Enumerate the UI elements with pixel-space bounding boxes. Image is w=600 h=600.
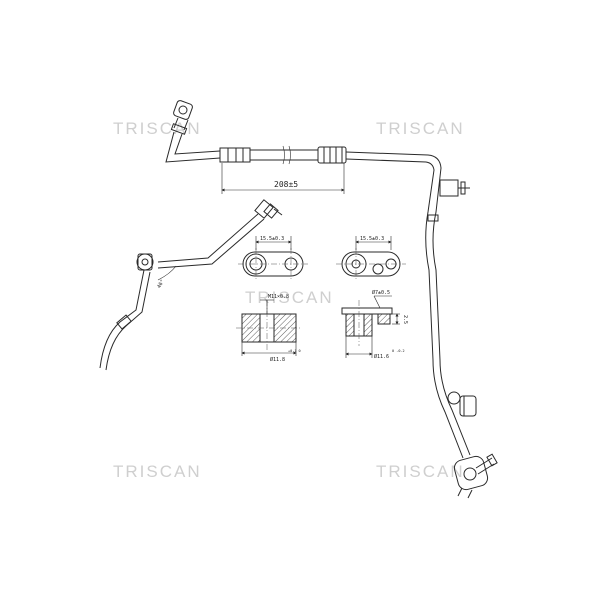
watermark-middle: TRISCAN [245,288,334,307]
fitting-b-top-view: 15.5±0.3 [336,236,406,280]
fitting-b-section: Ø7±0.5 2.5 Ø11.6 0 -0.2 [341,289,408,360]
dimension-hose-length: 208±5 [221,163,345,194]
fitting-a-top-view: 15.5±0.3 [238,236,308,280]
top-left-end-fitting [170,100,193,135]
label-fitting-a-bore: Ø11.8 [270,356,285,363]
label-fitting-b-bore: Ø11.6 [374,353,389,360]
label-hose-length: 208±5 [274,180,298,189]
watermark-bottom-right: TRISCAN [376,462,465,481]
label-fitting-a-width: 15.5±0.3 [260,236,284,242]
sensor-fitting-lower [447,391,477,417]
watermark-bottom-left: TRISCAN [113,462,202,481]
main-hose: 208±5 [165,100,498,499]
fitting-a-section: M11×0.8 Ø11.8 +0.1 0 [236,294,302,363]
label-bend-angle: 46° [156,279,166,290]
label-thread: M11×0.8 [268,294,289,300]
label-fitting-a-bore-tol: +0.1 0 [288,349,301,353]
label-fitting-b-depth: 2.5 [402,315,408,324]
bottom-end-fitting [453,453,498,499]
tube-clip [136,253,154,271]
crimp-sleeve-left [219,147,251,163]
label-fitting-b-hole: Ø7±0.5 [372,289,390,296]
label-fitting-b-width: 15.5±0.3 [360,236,384,242]
sensor-fitting-upper [439,179,470,197]
secondary-tube: 46° [99,199,283,371]
label-fitting-b-bore-tol: 0 -0.2 [392,349,405,353]
watermark-top-left: TRISCAN [113,119,202,138]
secondary-end-fitting [254,199,283,219]
crimp-sleeve-right [317,146,347,164]
watermark-top-right: TRISCAN [376,119,465,138]
